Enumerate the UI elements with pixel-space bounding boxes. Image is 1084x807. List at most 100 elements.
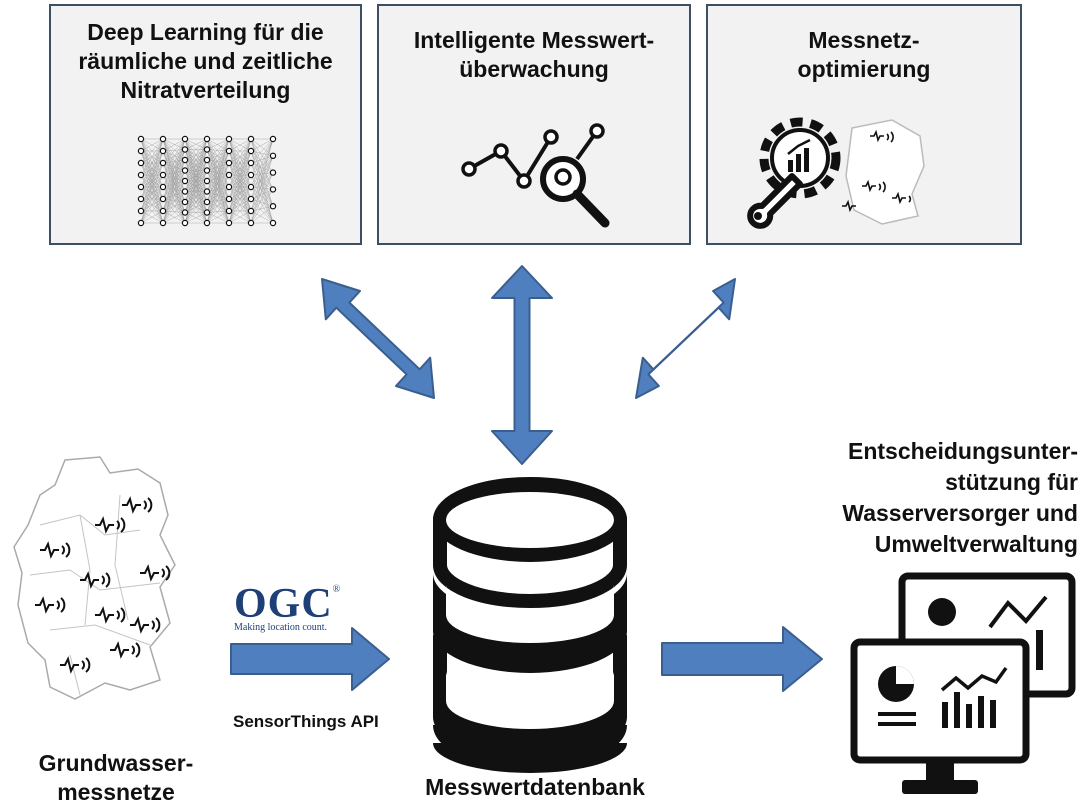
output-arrow xyxy=(661,626,823,692)
signal-wave-icon xyxy=(61,542,71,558)
network-optimization-title-line1: Messnetz- xyxy=(808,27,920,53)
neuron-node xyxy=(137,183,145,191)
neuron-node xyxy=(269,135,277,143)
sensor-icon xyxy=(60,656,79,674)
dashboard-monitors-icon xyxy=(850,572,1076,794)
neuron-node xyxy=(203,209,211,216)
signal-wave-icon xyxy=(131,642,141,658)
sensor-icon xyxy=(140,564,159,582)
neuron-node xyxy=(159,207,167,215)
neuron-node xyxy=(225,207,233,215)
neuron-node xyxy=(225,135,233,143)
api-arrow xyxy=(230,627,390,691)
neuron-node xyxy=(225,183,233,191)
signal-wave-icon xyxy=(143,497,153,513)
sensorthings-api-label: SensorThings API xyxy=(233,712,379,731)
sensor-icon xyxy=(110,641,129,659)
neuron-node xyxy=(203,156,211,164)
ogc-registered-mark: ® xyxy=(332,584,341,595)
signal-wave-icon xyxy=(116,607,126,623)
neuron-node xyxy=(181,167,189,174)
neuron-node xyxy=(203,219,211,227)
decision-support-line3: Wasserversorger und xyxy=(842,500,1078,526)
gear-wrench-map-icon xyxy=(747,117,925,229)
neuron-node xyxy=(269,219,277,227)
signal-wave-icon xyxy=(81,657,91,673)
ogc-logo: OGC® Making location count. xyxy=(234,581,344,633)
neuron-node xyxy=(225,147,233,155)
neuron-node xyxy=(181,177,189,185)
sensor-icon xyxy=(95,606,114,624)
chart-magnifier-icon xyxy=(461,123,610,228)
neuron-node xyxy=(269,202,277,210)
neuron-node xyxy=(247,183,255,191)
database-label: Messwertdatenbank xyxy=(425,774,645,800)
deep-learning-title: Deep Learning für die räumliche und zeit… xyxy=(51,18,360,105)
neuron-node xyxy=(203,167,211,174)
sensor-icon xyxy=(122,496,141,514)
groundwater-networks-line2: messnetze xyxy=(57,779,175,805)
neuron-node xyxy=(137,219,145,227)
monitoring-title-line1: Intelligente Messwert- xyxy=(413,27,655,53)
double-arrow-center xyxy=(491,265,553,465)
neuron-node xyxy=(225,159,233,167)
neuron-node xyxy=(137,195,145,203)
germany-sensor-map-icon xyxy=(13,456,176,700)
neuron-node xyxy=(225,219,233,227)
monitoring-title: Intelligente Messwert- überwachung xyxy=(379,26,689,84)
sensor-icon xyxy=(40,541,59,559)
deep-learning-title-line3: Nitratverteilung xyxy=(120,77,291,103)
sensor-icon xyxy=(130,616,149,634)
neuron-node xyxy=(159,219,167,227)
decision-support-line1: Entscheidungsunter- xyxy=(847,438,1078,464)
neuron-node xyxy=(247,195,255,203)
double-arrow-right xyxy=(635,278,736,399)
neuron-node xyxy=(269,169,277,176)
sensor-icon xyxy=(35,596,54,614)
neuron-node xyxy=(137,147,145,155)
neuron-node xyxy=(247,219,255,227)
neuron-node xyxy=(225,195,233,203)
deep-learning-box: Deep Learning für die räumliche und zeit… xyxy=(49,4,362,245)
signal-wave-icon xyxy=(116,517,126,533)
neuron-node xyxy=(181,188,189,195)
signal-wave-icon xyxy=(101,572,111,588)
neuron-node xyxy=(247,147,255,155)
decision-support-line2: stützung für xyxy=(945,469,1078,495)
neuron-node xyxy=(137,159,145,167)
neuron-node xyxy=(181,135,189,143)
neuron-node xyxy=(181,209,189,216)
neuron-node xyxy=(181,198,189,206)
neuron-node xyxy=(159,147,167,155)
ogc-tagline: Making location count. xyxy=(234,622,328,633)
decision-support-label: Entscheidungsunter- stützung für Wasserv… xyxy=(842,436,1078,560)
groundwater-networks-line1: Grundwasser- xyxy=(38,750,194,776)
deep-learning-title-line2: räumliche und zeitliche xyxy=(78,48,333,74)
signal-wave-icon xyxy=(56,597,66,613)
neuron-node xyxy=(159,195,167,203)
database-icon xyxy=(433,477,627,773)
neuron-node xyxy=(269,152,277,159)
monitoring-box: Intelligente Messwert- überwachung xyxy=(377,4,691,245)
neuron-node xyxy=(181,146,189,153)
neuron-node xyxy=(269,186,277,193)
sensor-icon xyxy=(80,571,99,589)
ogc-logo-text: OGC xyxy=(234,581,333,627)
deep-learning-title-line1: Deep Learning für die xyxy=(87,19,324,45)
neuron-node xyxy=(203,135,211,143)
neuron-node xyxy=(247,207,255,215)
neuron-node xyxy=(159,171,167,179)
neuron-node xyxy=(203,188,211,195)
signal-wave-icon xyxy=(151,617,161,633)
sensor-icon xyxy=(95,516,114,534)
network-optimization-title: Messnetz- optimierung xyxy=(708,26,1020,84)
neuron-node xyxy=(225,171,233,179)
neuron-node xyxy=(137,135,145,143)
groundwater-networks-label: Grundwasser- messnetze xyxy=(16,749,216,807)
network-optimization-box: Messnetz- optimierung xyxy=(706,4,1022,245)
neuron-node xyxy=(159,183,167,191)
neuron-node xyxy=(137,207,145,215)
decision-support-line4: Umweltverwaltung xyxy=(874,531,1078,557)
